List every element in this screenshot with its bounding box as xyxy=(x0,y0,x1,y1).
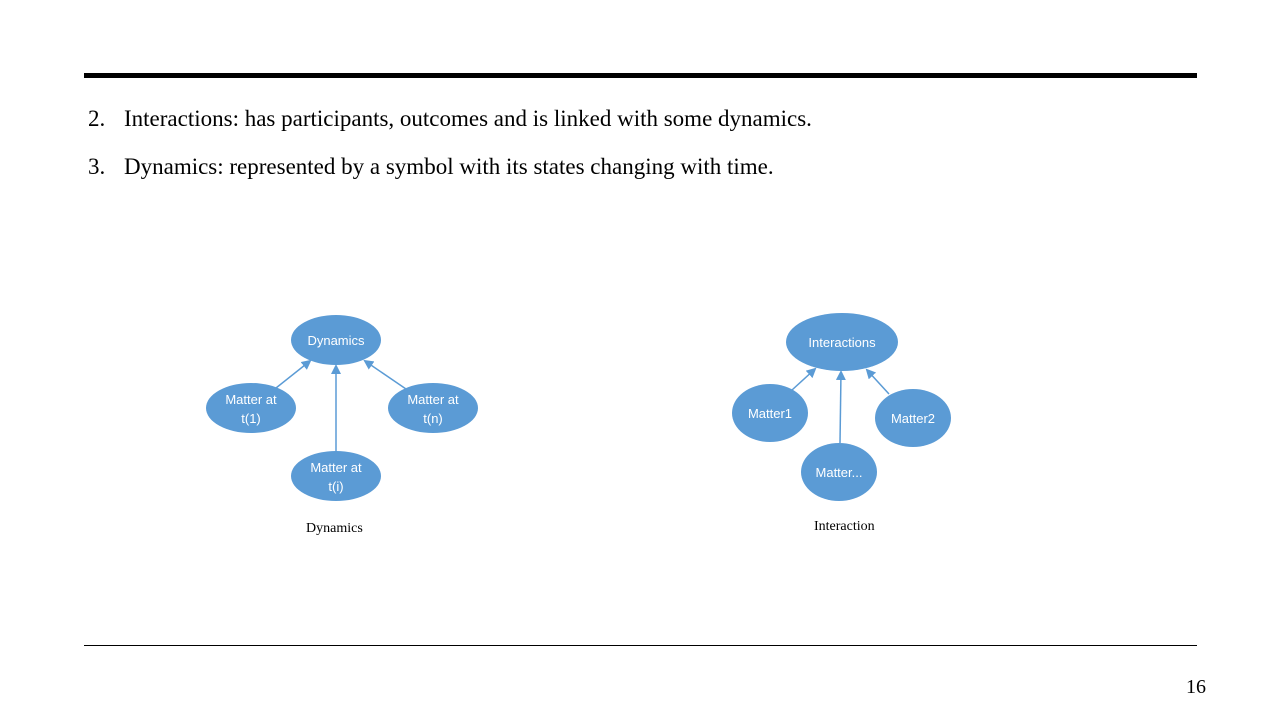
node-interactions xyxy=(786,313,898,371)
bullet-number: 3. xyxy=(88,154,106,179)
bullet-number: 2. xyxy=(88,106,106,131)
bullet-text: Interactions: has participants, outcomes… xyxy=(124,106,812,131)
arrow-matter2-to-interactions xyxy=(865,368,890,395)
node-dynamics-label: Dynamics xyxy=(307,333,365,348)
node-matter2-label: Matter2 xyxy=(891,411,935,426)
node-matter2 xyxy=(875,389,951,447)
interaction-diagram: Interactions Matter1 Matter2 Matter... xyxy=(732,313,951,501)
node-matter-tn-label: Matter at xyxy=(407,392,459,407)
node-matter-t1 xyxy=(206,383,296,433)
node-matter-t1-label: Matter at xyxy=(225,392,277,407)
bottom-rule xyxy=(84,645,1197,646)
bullet-text: Dynamics: represented by a symbol with i… xyxy=(124,154,774,179)
node-matter1-label: Matter1 xyxy=(748,406,792,421)
bullet-list: 2. Interactions: has participants, outco… xyxy=(88,104,812,200)
bullet-item: 2. Interactions: has participants, outco… xyxy=(88,104,812,152)
node-dynamics xyxy=(291,315,381,365)
dynamics-caption: Dynamics xyxy=(306,521,363,536)
top-rule xyxy=(84,73,1197,78)
arrow-matter1-to-interactions xyxy=(791,367,817,391)
node-matter1 xyxy=(732,384,808,442)
interaction-caption: Interaction xyxy=(814,519,875,534)
node-matter-ti-label: t(i) xyxy=(328,479,343,494)
node-matter-t1-label: t(1) xyxy=(241,411,261,426)
node-matter-tn xyxy=(388,383,478,433)
node-matter-ti-label: Matter at xyxy=(310,460,362,475)
node-interactions-label: Interactions xyxy=(808,335,876,350)
node-matter-ti xyxy=(291,451,381,501)
node-matter-dots xyxy=(801,443,877,501)
node-matter-tn-label: t(n) xyxy=(423,411,443,426)
arrow-tn-to-dynamics xyxy=(363,359,407,390)
page-number: 16 xyxy=(1186,676,1206,698)
arrow-t1-to-dynamics xyxy=(275,359,312,389)
bullet-item: 3. Dynamics: represented by a symbol wit… xyxy=(88,152,812,200)
node-matter-dots-label: Matter... xyxy=(816,465,863,480)
dynamics-diagram: Dynamics Matter at t(1) Matter at t(n) M… xyxy=(206,315,478,501)
arrow-matterdots-to-interactions xyxy=(835,370,846,444)
